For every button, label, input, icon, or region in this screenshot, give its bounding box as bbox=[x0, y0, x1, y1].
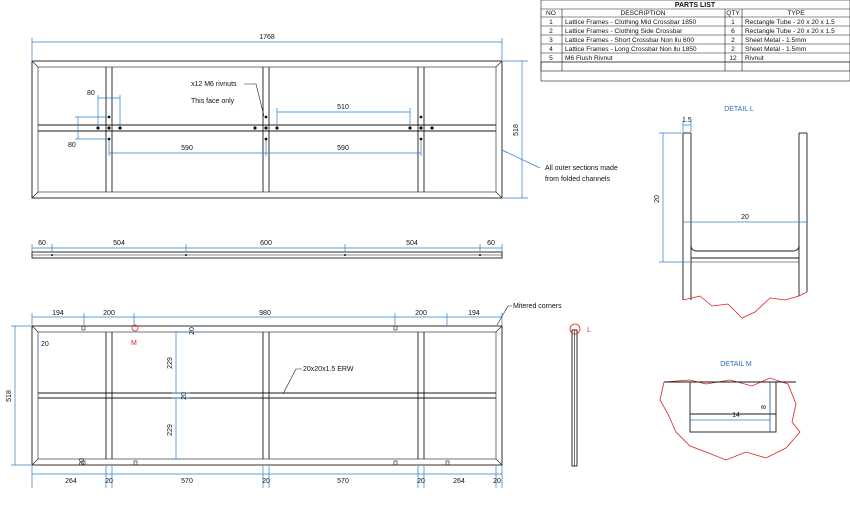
dim-80-left: 80 bbox=[68, 142, 76, 149]
row5-qty: 12 bbox=[729, 55, 737, 62]
front-top-dim-5: 194 bbox=[468, 310, 480, 317]
dim-510: 510 bbox=[337, 104, 349, 111]
note-tube-spec: 20x20x1.5 ERW bbox=[303, 366, 354, 373]
detail-l: DETAIL L 1.5 20 20 bbox=[654, 106, 808, 319]
side-dim-5: 60 bbox=[487, 240, 495, 247]
row1-description: Lattice Frames - Clothing Mid Crossbar 1… bbox=[565, 19, 697, 26]
front-dim-20-top: 20 bbox=[189, 327, 196, 335]
row1-qty: 1 bbox=[731, 19, 735, 26]
detail-m-dim-height: 8 bbox=[761, 405, 768, 409]
row3-no: 3 bbox=[549, 37, 553, 44]
detail-l-dim-thickness: 1.5 bbox=[682, 117, 692, 124]
front-dim-20-left: 20 bbox=[41, 341, 49, 348]
front-top-dim-4: 200 bbox=[415, 310, 427, 317]
front-bottom-dim-8: 20 bbox=[493, 478, 501, 485]
front-bottom-dim-3: 570 bbox=[181, 478, 193, 485]
detail-marker-m: M bbox=[131, 340, 137, 347]
side-dim-2: 504 bbox=[113, 240, 125, 247]
dim-80-top: 80 bbox=[87, 90, 95, 97]
front-bottom-dim-1: 264 bbox=[65, 478, 77, 485]
parts-list-title: PARTS LIST bbox=[675, 2, 716, 9]
parts-list-table: PARTS LIST NO DESCRIPTION QTY TYPE 1 Lat… bbox=[540, 0, 850, 82]
front-view-frame bbox=[31, 325, 503, 466]
dim-height-top: 518 bbox=[513, 124, 520, 136]
front-dim-229-lower: 229 bbox=[167, 424, 174, 436]
dim-590-left: 590 bbox=[181, 145, 193, 152]
col-header-type: TYPE bbox=[787, 10, 805, 17]
side-dim-3: 600 bbox=[260, 240, 272, 247]
row5-type: Rivnut bbox=[745, 55, 764, 62]
side-dim-1: 60 bbox=[38, 240, 46, 247]
detail-l-dim-height: 20 bbox=[654, 195, 661, 203]
row4-description: Lattice Frames - Long Crossbar Non llu 1… bbox=[565, 46, 697, 53]
note-face-only: This face only bbox=[191, 98, 235, 105]
edge-section-view: L bbox=[569, 323, 591, 467]
col-header-no: NO bbox=[546, 10, 556, 17]
front-dim-20-bottom: 20 bbox=[79, 458, 86, 466]
row4-type: Sheet Metal - 1.5mm bbox=[745, 46, 807, 53]
front-bottom-dim-7: 264 bbox=[453, 478, 465, 485]
front-top-dim-3: 980 bbox=[259, 310, 271, 317]
row2-type: Rectangle Tube - 20 x 20 x 1.5 bbox=[745, 28, 835, 35]
front-bottom-dim-5: 570 bbox=[337, 478, 349, 485]
front-top-dim-2: 200 bbox=[103, 310, 115, 317]
row3-type: Sheet Metal - 1.5mm bbox=[745, 37, 807, 44]
row4-qty: 2 bbox=[731, 46, 735, 53]
col-header-description: DESCRIPTION bbox=[620, 10, 665, 17]
detail-marker-l: L bbox=[587, 327, 591, 334]
detail-m-title: DETAIL M bbox=[720, 361, 752, 368]
row1-no: 1 bbox=[549, 19, 553, 26]
row1-type: Rectangle Tube - 20 x 20 x 1.5 bbox=[745, 19, 835, 26]
front-top-dim-1: 194 bbox=[52, 310, 64, 317]
row5-no: 5 bbox=[549, 55, 553, 62]
detail-m-dim-width: 14 bbox=[732, 412, 740, 419]
note-outer-sections-2: from folded channels bbox=[545, 176, 610, 183]
side-view: 60 504 600 504 60 bbox=[31, 240, 503, 259]
row2-description: Lattice Frames - Clothing Side Crossbar bbox=[565, 28, 683, 35]
col-header-qty: QTY bbox=[726, 10, 740, 17]
row4-no: 4 bbox=[549, 46, 553, 53]
front-bottom-dim-2: 20 bbox=[105, 478, 113, 485]
note-rivnuts: x12 M6 rivnuts bbox=[191, 81, 237, 88]
note-outer-sections-1: All outer sections made bbox=[545, 165, 618, 172]
front-dim-height: 518 bbox=[6, 390, 13, 402]
detail-l-title: DETAIL L bbox=[724, 106, 754, 113]
top-view-dimensions: 1768 518 80 80 510 590 590 x12 M6 rivnut… bbox=[31, 34, 618, 199]
row2-no: 2 bbox=[549, 28, 553, 35]
dim-overall-width: 1768 bbox=[259, 34, 275, 41]
dim-590-right: 590 bbox=[337, 145, 349, 152]
front-view-dimensions: 194 200 980 200 194 264 20 570 20 570 20… bbox=[6, 303, 562, 488]
front-dim-229-upper: 229 bbox=[167, 357, 174, 369]
top-view-frame bbox=[31, 60, 503, 199]
row2-qty: 6 bbox=[731, 28, 735, 35]
note-mitered-corners: Mitered corners bbox=[513, 303, 562, 310]
row3-qty: 2 bbox=[731, 37, 735, 44]
front-bottom-dim-4: 20 bbox=[262, 478, 270, 485]
row5-description: M6 Flush Rivnut bbox=[565, 55, 613, 62]
row3-description: Lattice Frames - Short Crossbar Non llu … bbox=[565, 37, 694, 44]
front-bottom-dim-6: 20 bbox=[417, 478, 425, 485]
detail-l-dim-width: 20 bbox=[741, 214, 749, 221]
side-dim-4: 504 bbox=[406, 240, 418, 247]
front-dim-20-mid: 20 bbox=[181, 392, 188, 400]
detail-m: DETAIL M 14 8 bbox=[659, 361, 801, 461]
